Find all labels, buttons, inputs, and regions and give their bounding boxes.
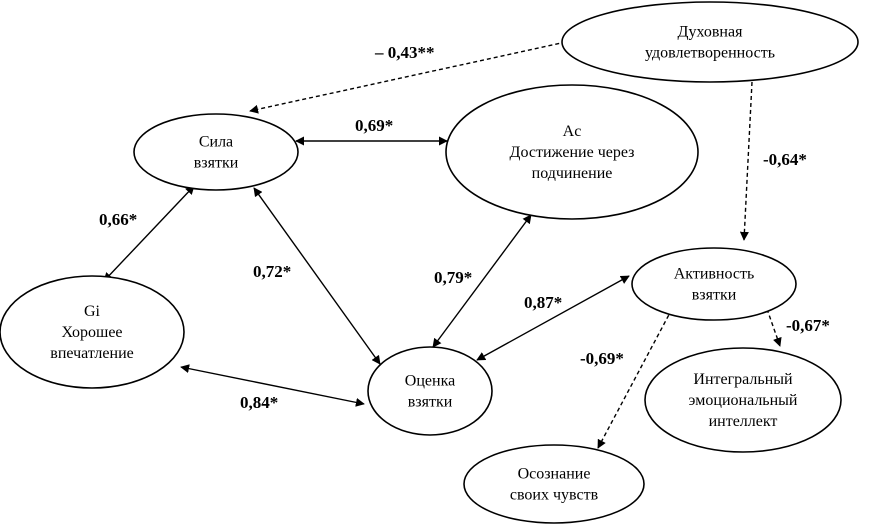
node-gi-ellipse xyxy=(0,275,185,389)
node-ac-line-0: Ac xyxy=(563,123,582,140)
edge-label-force-rating: 0,72* xyxy=(253,262,291,281)
node-aware-line-0: Осознание xyxy=(518,466,591,483)
edge-label-gi-rating: 0,84* xyxy=(240,393,278,412)
node-gi-line-1: Хорошее xyxy=(61,324,122,341)
edge-label-activity-rating: 0,87* xyxy=(524,293,562,312)
node-spiritual-ellipse xyxy=(561,1,859,83)
edge-label-activity-eq: -0,67* xyxy=(786,316,830,335)
edge-label-force-gi: 0,66* xyxy=(99,210,137,229)
edge-label-force-ac: 0,69* xyxy=(355,116,393,135)
node-eq-line-0: Интегральный xyxy=(693,371,793,388)
node-rating-line-0: Оценка xyxy=(405,373,455,390)
edge-label-ac-rating: 0,79* xyxy=(434,268,472,287)
edge-label-spiritual-activity: -0,64* xyxy=(763,150,807,169)
edge-label-spiritual-force: – 0,43** xyxy=(374,43,435,62)
node-rating-ellipse xyxy=(367,346,493,436)
edge-spiritual-activity xyxy=(739,81,753,241)
node-rating: Оценка взятки xyxy=(367,346,493,436)
edge-force-rating xyxy=(253,187,381,365)
edge-activity-aware xyxy=(597,308,673,449)
edge-force-gi xyxy=(103,185,195,282)
node-spiritual-line-1: удовлетворенность xyxy=(645,45,775,62)
node-gi-line-0: Gi xyxy=(84,303,101,320)
node-activity-line-1: взятки xyxy=(692,287,737,304)
node-force-ellipse xyxy=(133,113,299,191)
node-ac-line-1: Достижение через xyxy=(510,144,635,161)
labels-layer: – 0,43** 0,69* -0,64* 0,66* 0,72* 0,79* 0,87* 0… xyxy=(99,43,830,412)
edges-layer xyxy=(103,41,782,449)
edge-activity-rating xyxy=(476,275,630,361)
edge-label-activity-aware: -0,69* xyxy=(580,349,624,368)
node-aware-ellipse xyxy=(463,444,645,524)
node-ac-line-2: подчинение xyxy=(532,165,613,182)
node-activity-ellipse xyxy=(631,247,797,321)
node-activity: Активность взятки xyxy=(631,247,797,321)
node-eq-line-2: интеллект xyxy=(709,413,778,430)
node-rating-line-1: взятки xyxy=(408,394,453,411)
edge-activity-eq xyxy=(766,308,782,347)
node-aware-line-1: своих чувств xyxy=(510,487,599,504)
node-eq-ellipse xyxy=(644,347,842,453)
node-activity-line-0: Активность xyxy=(674,266,755,283)
node-spiritual: Духовная удовлетворенность xyxy=(561,1,859,83)
node-force-line-1: взятки xyxy=(194,155,239,172)
node-aware: Осознание своих чувств xyxy=(463,444,645,524)
node-spiritual-line-0: Духовная xyxy=(678,24,744,41)
node-force: Сила взятки xyxy=(133,113,299,191)
node-ac-ellipse xyxy=(445,84,699,220)
node-force-line-0: Сила xyxy=(199,134,233,151)
edge-gi-rating xyxy=(180,364,365,407)
node-gi-line-2: впечатление xyxy=(50,345,133,362)
node-eq: Интегральный эмоциональный интеллект xyxy=(644,347,842,453)
edge-spiritual-force xyxy=(249,41,567,114)
node-eq-line-1: эмоциональный xyxy=(689,392,798,409)
